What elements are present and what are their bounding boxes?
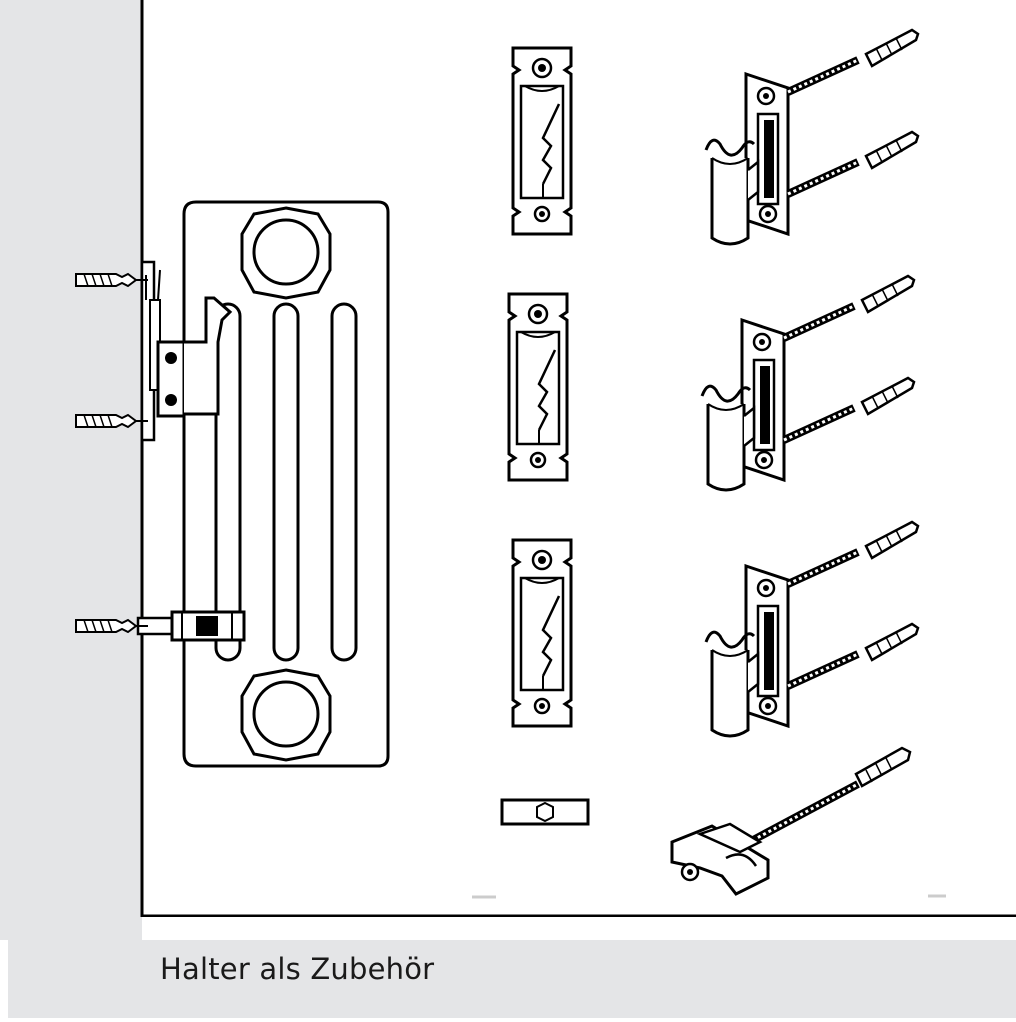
wall-bracket (706, 522, 918, 736)
mounted-lower-clamp (136, 610, 246, 642)
bracket-plate (511, 538, 573, 728)
caption: Halter als Zubehör (160, 952, 435, 986)
bracket-plate (511, 46, 573, 236)
floor (142, 917, 1016, 940)
wall-bracket (702, 276, 914, 490)
bracket-plate (507, 292, 569, 482)
spacer-block (500, 798, 590, 826)
caption-bar (8, 940, 1016, 1018)
wall (0, 0, 142, 940)
wall-bracket (706, 30, 918, 244)
clamp-bracket (670, 746, 912, 896)
radiator (182, 200, 390, 768)
